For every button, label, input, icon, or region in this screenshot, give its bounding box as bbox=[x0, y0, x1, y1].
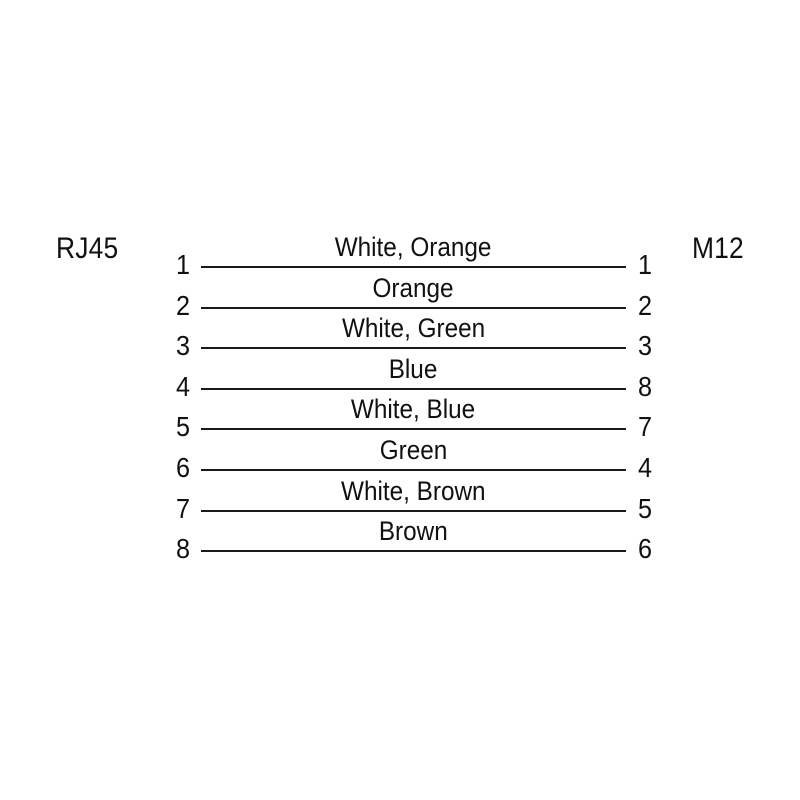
left-pin-number: 8 bbox=[175, 533, 190, 565]
wire-color-text: White, Green bbox=[341, 313, 486, 344]
left-pin-number: 4 bbox=[175, 370, 190, 402]
right-pin-number: 7 bbox=[638, 411, 653, 443]
wire-color-text: White, Brown bbox=[341, 475, 486, 506]
left-pin-number: 6 bbox=[175, 452, 190, 483]
wire-color-label: White, Blue bbox=[201, 396, 626, 423]
left-pin-number: 2 bbox=[175, 289, 190, 321]
wire-color-label: Brown bbox=[201, 518, 626, 545]
wire-color-label: Green bbox=[201, 437, 626, 464]
right-pin-number: 8 bbox=[638, 370, 653, 402]
right-connector-label: M12 bbox=[692, 232, 744, 265]
right-pin-number: 5 bbox=[638, 492, 653, 524]
wire-line bbox=[201, 347, 626, 350]
wire-color-label: Orange bbox=[201, 272, 626, 303]
wire-line bbox=[201, 306, 626, 309]
wire-color-label: White, Orange bbox=[201, 234, 626, 261]
wire-color-label: White, Brown bbox=[201, 475, 626, 506]
wire-color-text: Brown bbox=[379, 516, 448, 547]
right-pin-number: 6 bbox=[638, 533, 653, 565]
left-pin-number: 7 bbox=[175, 492, 190, 524]
left-pin-number: 5 bbox=[175, 411, 190, 443]
right-pin-number: 1 bbox=[638, 249, 653, 280]
wire-line bbox=[201, 469, 626, 471]
wire-color-text: Orange bbox=[372, 272, 455, 303]
wire-color-text: White, Blue bbox=[351, 394, 476, 425]
right-pin-number: 3 bbox=[638, 330, 653, 362]
wire-line bbox=[201, 550, 626, 553]
wire-color-label: White, Green bbox=[201, 315, 626, 342]
right-pin-number: 2 bbox=[638, 289, 653, 321]
wire-line bbox=[201, 266, 626, 268]
wire-color-text: White, Orange bbox=[335, 232, 492, 262]
left-pin-number: 1 bbox=[175, 249, 190, 280]
wire-color-text: Green bbox=[379, 435, 448, 465]
wire-line bbox=[201, 387, 626, 390]
wire-color-text: Blue bbox=[389, 353, 438, 384]
wire-line bbox=[201, 509, 626, 512]
wire-color-label: Blue bbox=[201, 353, 626, 384]
wire-line bbox=[201, 428, 626, 431]
left-pin-number: 3 bbox=[175, 330, 190, 362]
left-connector-label: RJ45 bbox=[56, 232, 119, 265]
right-pin-number: 4 bbox=[638, 452, 653, 483]
